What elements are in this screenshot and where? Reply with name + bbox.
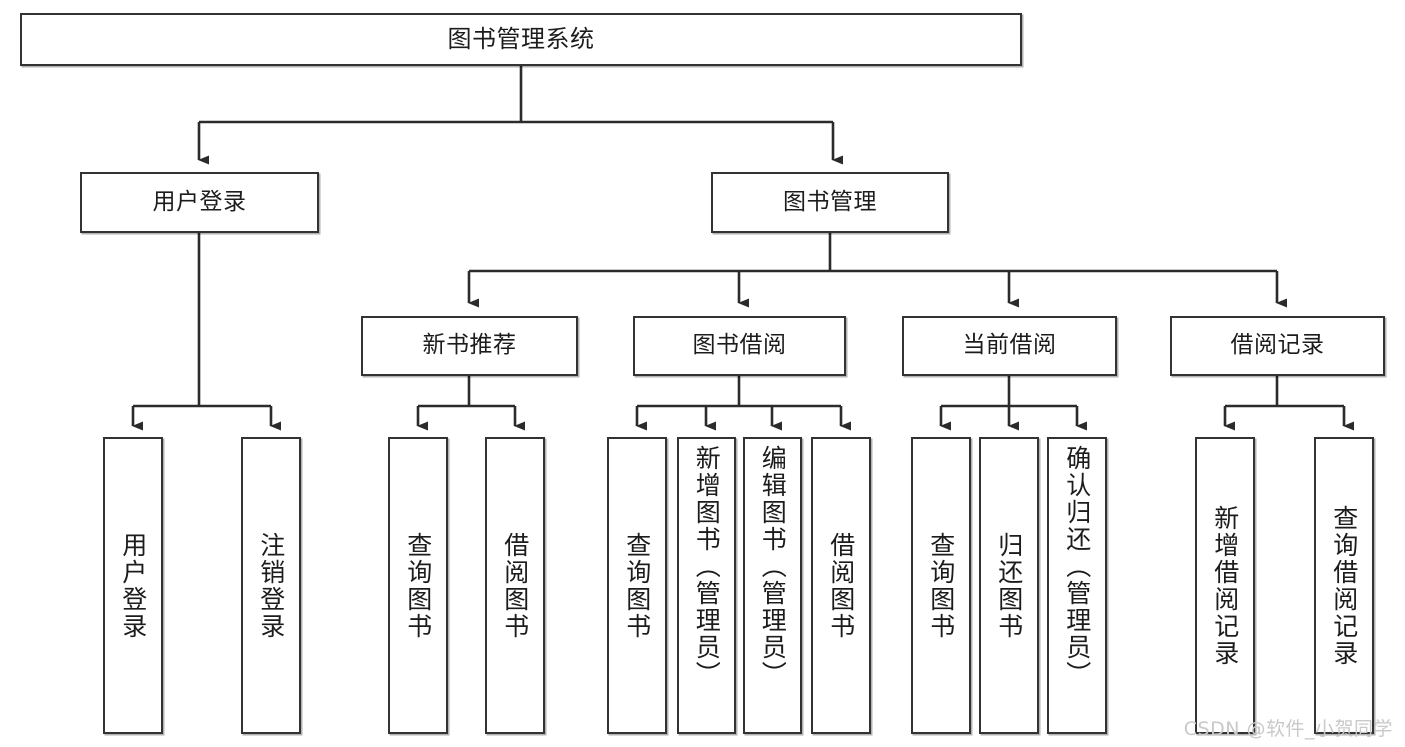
node-new-book-recommend[interactable]: 新书推荐 xyxy=(361,316,578,376)
leaf-add-book-admin[interactable]: 新增图书（管理员） xyxy=(677,437,736,734)
leaf-edit-book-admin[interactable]: 编辑图书（管理员） xyxy=(743,437,802,734)
watermark-text: CSDN @软件_小贺同学 xyxy=(1183,718,1393,740)
leaf-query-book-newbook[interactable]: 查询图书 xyxy=(388,437,448,734)
leaf-borrow-book[interactable]: 借阅图书 xyxy=(811,437,871,734)
node-root-system[interactable]: 图书管理系统 xyxy=(20,13,1022,66)
node-book-management[interactable]: 图书管理 xyxy=(711,172,949,233)
node-current-borrow[interactable]: 当前借阅 xyxy=(902,316,1117,376)
leaf-confirm-return-admin[interactable]: 确认归还（管理员） xyxy=(1047,437,1107,734)
leaf-logout-login[interactable]: 注销登录 xyxy=(241,437,301,734)
leaf-user-login[interactable]: 用户登录 xyxy=(103,437,163,734)
leaf-borrow-book-newbook[interactable]: 借阅图书 xyxy=(485,437,545,734)
node-borrow-record[interactable]: 借阅记录 xyxy=(1170,316,1385,376)
leaf-query-book-borrow[interactable]: 查询图书 xyxy=(607,437,667,734)
node-book-borrow[interactable]: 图书借阅 xyxy=(633,316,846,376)
leaf-return-book[interactable]: 归还图书 xyxy=(979,437,1039,734)
leaf-add-borrow-record[interactable]: 新增借阅记录 xyxy=(1195,437,1255,734)
leaf-query-borrow-record[interactable]: 查询借阅记录 xyxy=(1314,437,1374,734)
node-user-login[interactable]: 用户登录 xyxy=(80,172,319,233)
leaf-query-book-current[interactable]: 查询图书 xyxy=(911,437,971,734)
